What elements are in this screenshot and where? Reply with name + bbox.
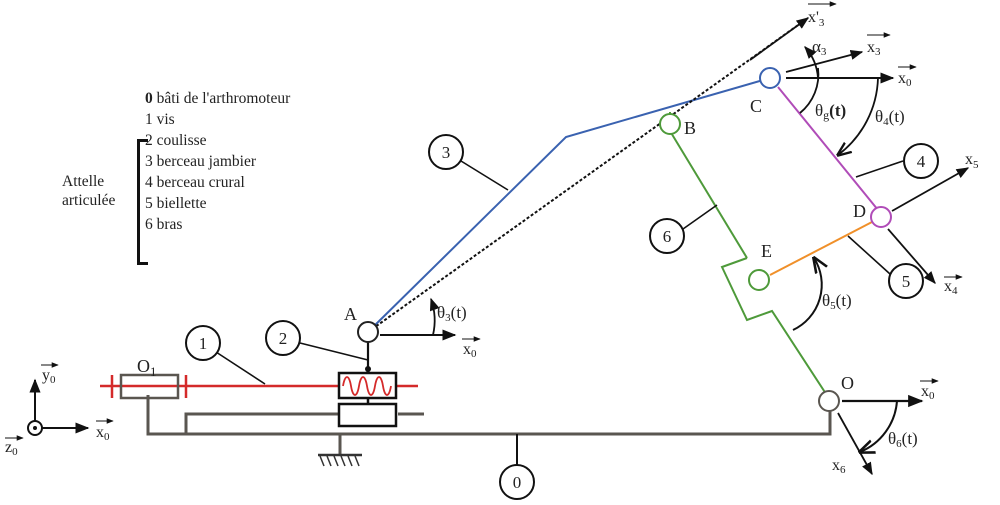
vector-x6 [837,412,873,476]
point-label-B: B [684,118,696,138]
legend-item-2: 2 coulisse [145,132,207,149]
svg-text:x6: x6 [832,457,846,476]
label-x4: x4 [944,274,963,297]
callout-leaders [215,160,904,385]
callout-circle-2 [265,320,301,356]
callout-leader-3 [460,160,509,191]
arm-upper [669,130,748,259]
label-x5: x5 [965,151,979,171]
legend-item-5: 5 biellette [145,195,207,212]
callout-number-2: 2 [279,329,288,348]
frame-base-line [146,395,832,436]
label-x6: x6 [832,457,846,476]
dashed-line-A-x3prime [367,17,809,333]
label-x0-at-A: x0 [462,336,481,360]
frame-rail-left [184,412,338,434]
svg-text:z0: z0 [5,439,18,458]
label-x0-at-C: x0 [898,64,917,89]
legend-item-1: 1 vis [145,111,175,128]
point-label-O: O [841,373,854,393]
arm-lower-bend [720,257,831,401]
callout-circle-3 [428,134,464,170]
callout-number-5: 5 [902,272,911,291]
legend-item-0: 0 bâti de l'arthromoteur [145,90,291,107]
joint-dot [365,366,371,372]
thigh-cradle-part-4 [777,86,879,211]
callout-leader-4 [855,160,904,178]
label-x0-frame: x0 [96,418,114,443]
label-theta5: θ5(t) [822,291,852,312]
vector-x3 [785,50,864,73]
reference-frame-icon [27,378,90,436]
vector-x3prime-arrow [749,17,810,61]
ground-icon [318,453,362,467]
leg-cradle-part-3 [367,77,771,333]
svg-text:x0: x0 [898,70,912,89]
callout-circle-5 [888,263,924,299]
vector-x5 [891,167,970,212]
label-z0: z0 [5,435,24,458]
vector-x4 [887,228,936,284]
callout-leader-6 [682,204,718,230]
callout-circle-0 [499,464,535,500]
joint-D [870,206,892,228]
label-x0-at-O: x0 [920,378,939,402]
callout-number-6: 6 [663,227,672,246]
svg-text:y0: y0 [42,367,56,386]
joint-C [759,67,781,89]
svg-text:x0: x0 [463,341,477,360]
label-x3: x3 [867,32,891,58]
angle-arc-theta3 [429,297,440,336]
svg-text:x'3: x'3 [808,9,825,29]
angle-arc-theta4 [838,77,879,155]
svg-text:x5: x5 [965,151,979,171]
label-theta4: θ4(t) [875,107,905,128]
thread-icon [342,376,392,396]
group-bracket [137,139,148,265]
link-part-5 [769,221,873,276]
callout-circle-4 [903,143,939,179]
bearing-O1 [119,373,180,400]
callout-circle-6 [649,218,685,254]
slide-part-2 [337,342,398,428]
label-theta3: θ3(t) [437,303,467,324]
callout-number-3: 3 [442,143,451,162]
joint-O [818,390,840,412]
callout-number-1: 1 [199,334,208,353]
angle-arc-theta6 [860,400,898,452]
svg-text:x0: x0 [921,383,935,402]
point-label-A: A [344,304,357,324]
label-theta6: θ6(t) [888,429,918,450]
label-y0: y0 [41,362,59,386]
callout-number-4: 4 [917,152,926,171]
group-label: Attelle articulée [62,173,116,209]
callout-leader-1 [215,351,266,385]
label-alpha3: α3 [812,37,827,58]
point-label-E: E [761,241,772,261]
legend-item-3: 3 berceau jambier [145,153,257,170]
svg-text:x0: x0 [96,424,110,443]
joint-E [748,269,770,291]
callout-circle-1 [185,325,221,361]
label-x3prime: x'3 [808,1,837,29]
legend-item-4: 4 berceau crural [145,174,245,191]
point-label-C: C [750,96,762,116]
angle-arc-thetag [799,67,820,114]
callout-leader-2 [299,342,369,361]
angle-arc-theta5 [792,258,822,331]
slider-block [337,402,398,428]
label-thetag: θg(t) [815,101,846,122]
svg-text:x3: x3 [867,39,881,58]
frame-part-0 [146,395,832,465]
legend-item-6: 6 bras [145,216,183,233]
callout-leader-5 [847,235,891,275]
callout-number-0: 0 [513,473,522,492]
joint-A [357,321,379,343]
point-label-O1: O1 [137,356,157,379]
svg-text:x4: x4 [944,278,958,297]
joint-B [659,113,681,135]
point-label-D: D [853,201,866,221]
